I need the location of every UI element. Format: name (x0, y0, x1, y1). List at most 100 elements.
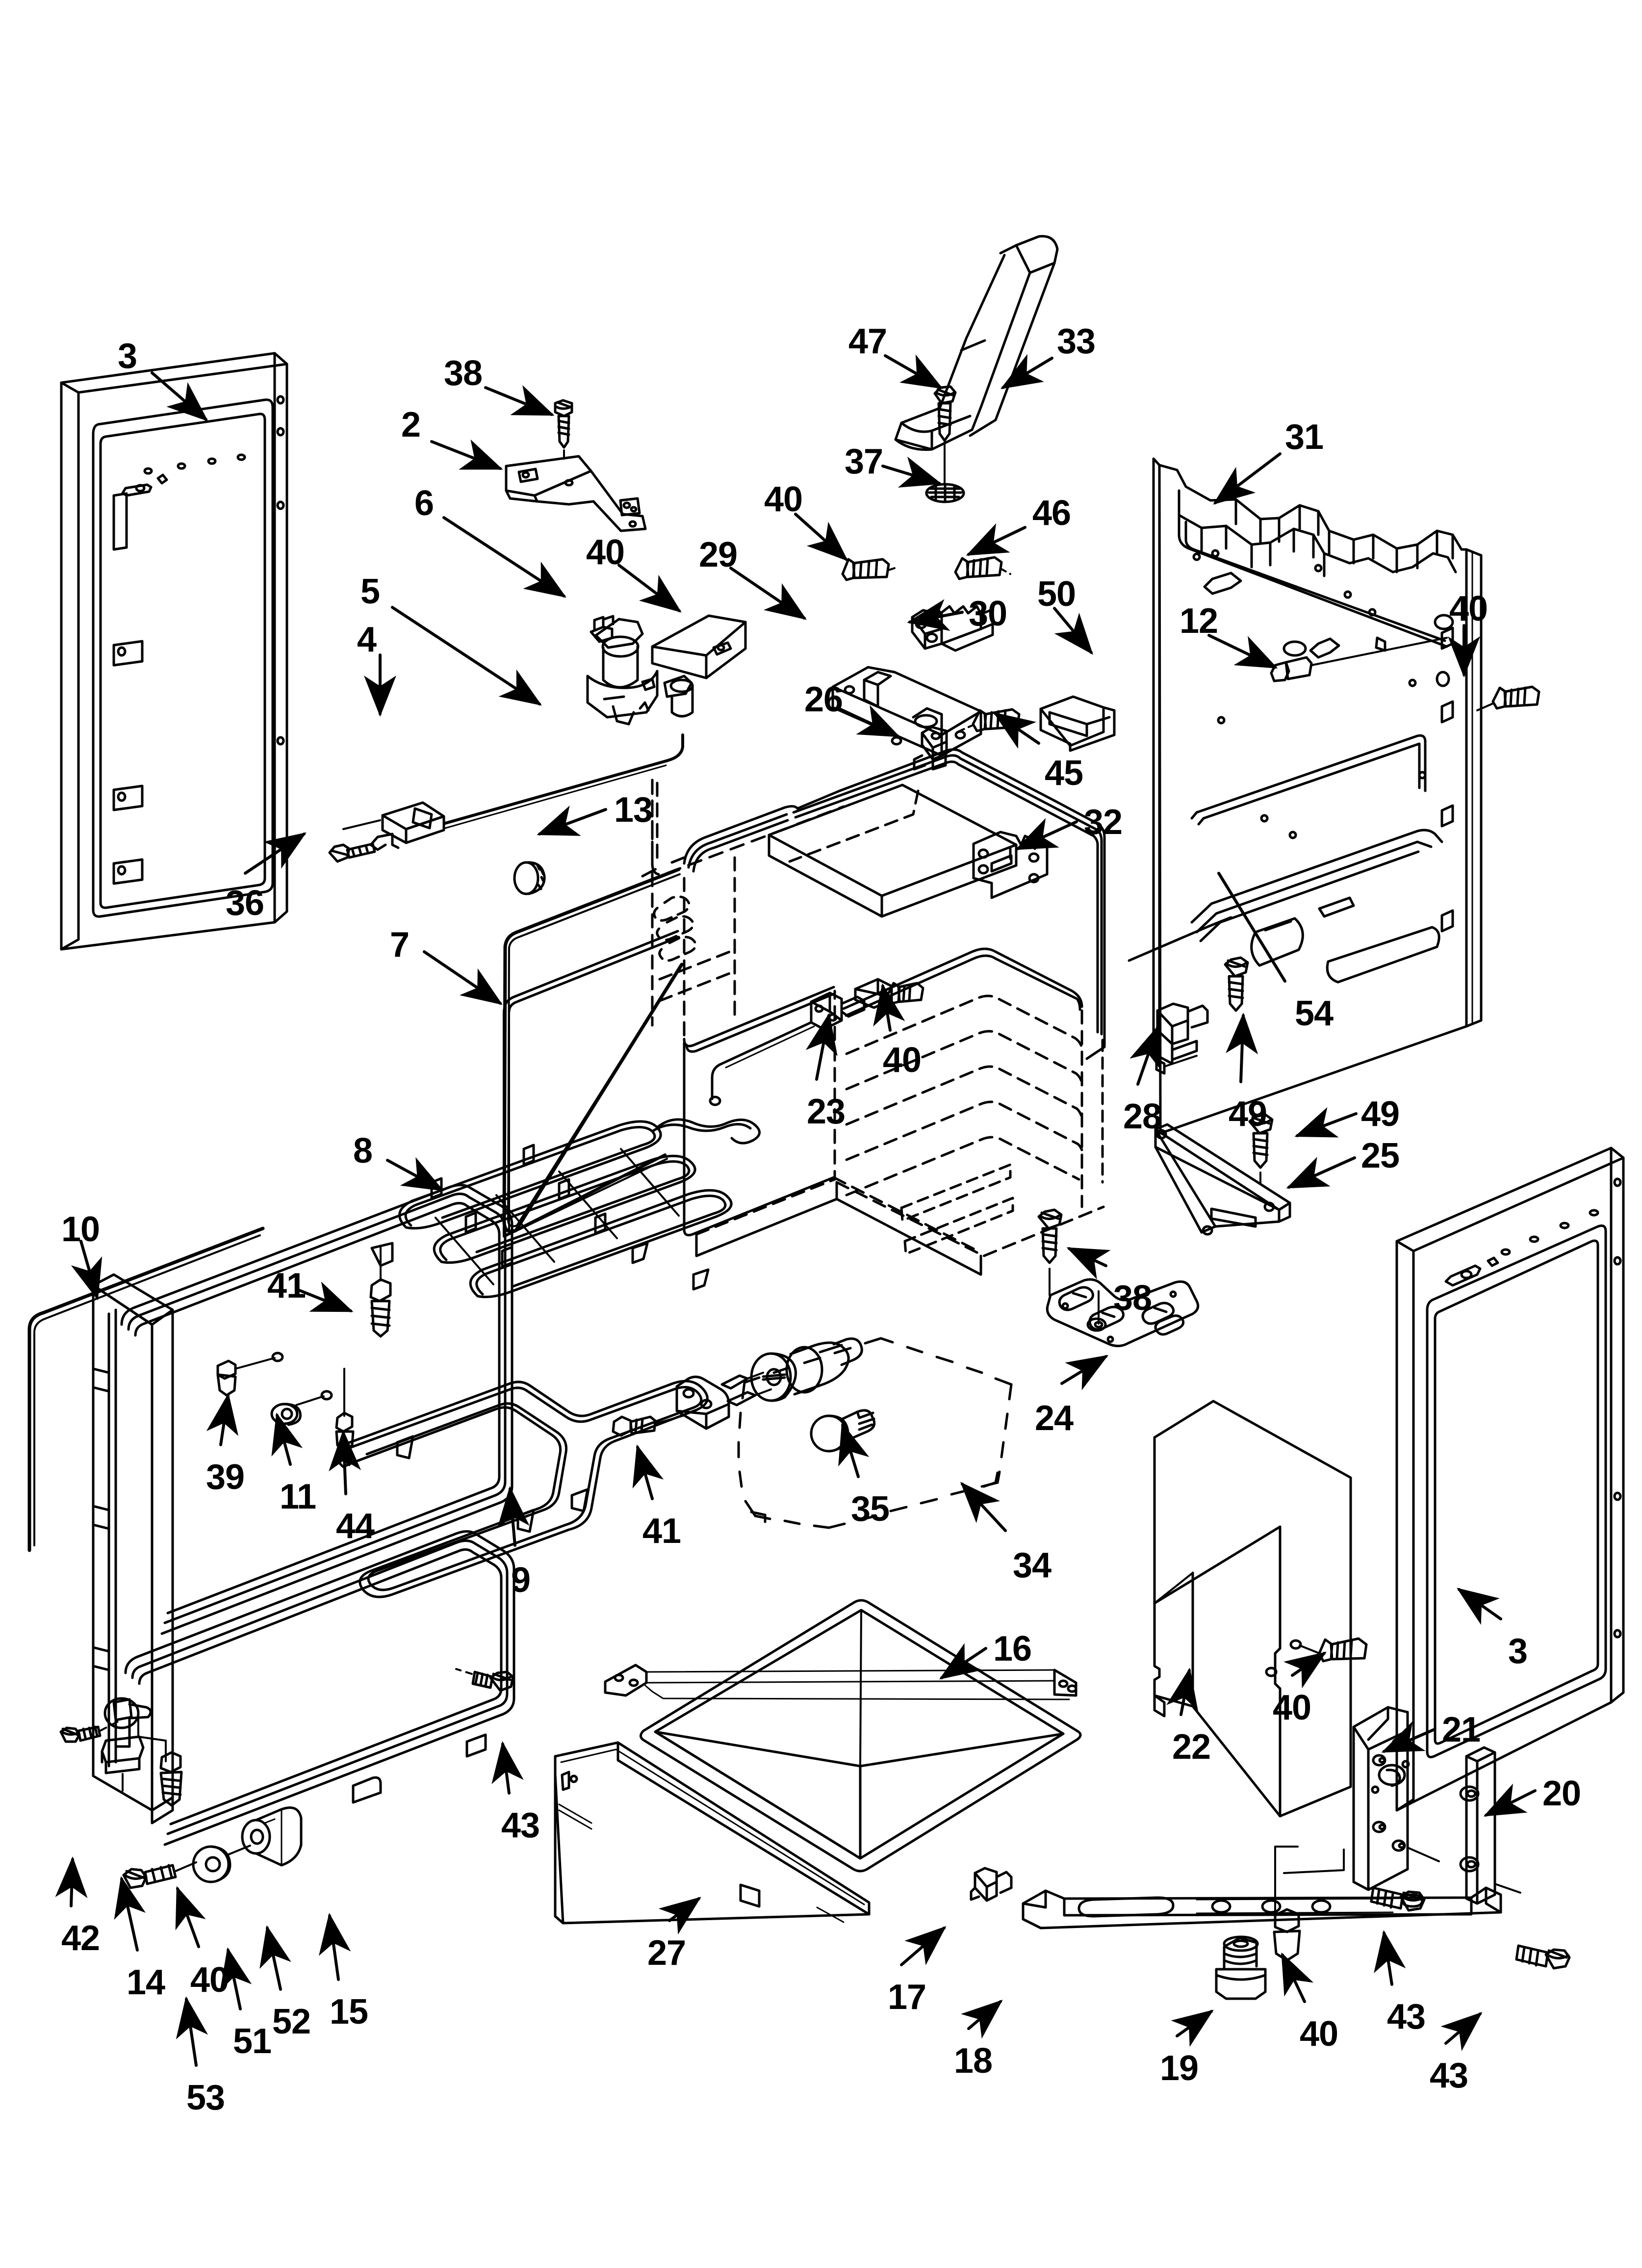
leader-line-roller-52 (259, 1925, 291, 1991)
part-38-screw-top (554, 399, 573, 460)
callout-number-leveling-screw-19: 19 (1160, 2049, 1199, 2088)
callout-number-clip-28: 28 (1123, 1097, 1162, 1136)
part-29-rail (831, 666, 982, 757)
callout-number-terminal-screw-12: 12 (1180, 601, 1218, 641)
callout-number-screw-53: 53 (186, 2078, 225, 2117)
leader-line-screw-53 (176, 1996, 208, 2067)
leader-line-screw-44 (329, 1430, 361, 1495)
part-2-bracket (505, 455, 647, 532)
part-49-screw-a (1224, 956, 1249, 1012)
part-25-corner-brace (1154, 1123, 1291, 1236)
callout-number-broiler-pan-16: 16 (993, 1629, 1032, 1668)
callout-number-plug-button-13: 13 (614, 790, 653, 830)
callout-number-wire-bracket-32: 32 (1084, 803, 1123, 842)
callout-number-screw-40-right-side: 40 (1273, 1688, 1311, 1727)
part-51-washer (192, 1845, 251, 1883)
leader-line-grommet-11 (271, 1412, 303, 1466)
leader-line-leveling-leg-14 (114, 1876, 146, 1952)
part-39-screw (216, 1352, 284, 1397)
callout-number-screw-38-lower: 38 (1113, 1278, 1152, 1318)
callout-number-bracket-26: 26 (804, 680, 843, 719)
part-7-door-seal (502, 867, 684, 1233)
callout-number-door-seal-7: 7 (390, 925, 410, 965)
callout-number-drawer-slide-18: 18 (954, 2041, 993, 2081)
part-10-door-seal-left (27, 1226, 265, 1552)
callout-number-screw-41-bake-element: 41 (642, 1512, 681, 1551)
callout-number-light-assembly-34: 34 (1013, 1546, 1052, 1585)
leader-line-oven-thermostat-6 (442, 516, 567, 598)
leader-line-screw-36 (244, 832, 307, 875)
leader-line-rear-panel-31 (1213, 452, 1282, 505)
oven-cavity-liner (503, 748, 1106, 1276)
leader-line-screw-38-lower (1066, 1247, 1111, 1279)
part-47-screw (933, 385, 957, 442)
part-43-screw-left (455, 1668, 514, 1692)
callout-number-side-panel-22: 22 (1172, 1727, 1211, 1767)
part-54-wire (1128, 925, 1210, 962)
part-28-clip (1155, 1002, 1209, 1075)
leader-line-bake-element-9 (497, 1486, 530, 1547)
callout-number-screw-44: 44 (336, 1507, 375, 1546)
part-37-trim-cap (925, 441, 965, 503)
leader-line-light-assembly-34 (960, 1482, 1007, 1532)
part-50-channel (1039, 695, 1116, 752)
callout-number-terminal-block-30: 30 (969, 594, 1007, 633)
leader-line-clip-28 (1129, 1025, 1160, 1086)
callout-number-rear-panel-31: 31 (1285, 417, 1324, 457)
leader-line-drawer-glide-clip-17 (900, 1926, 947, 1966)
callout-number-channel-50: 50 (1037, 574, 1076, 614)
part-13-plug-button (513, 861, 546, 895)
part-20-strap (1459, 1746, 1521, 1905)
callout-number-door-handle-33: 33 (1057, 322, 1096, 361)
callout-number-strap-20: 20 (1542, 1774, 1581, 1813)
leader-line-side-panel-22 (1166, 1668, 1198, 1716)
part-21-bracket (1283, 1706, 1440, 1891)
callout-number-roller-52: 52 (272, 2002, 311, 2041)
part-40-screw-right (1289, 1637, 1368, 1663)
callout-number-corner-brace-25: 25 (1361, 1136, 1400, 1175)
leader-line-screw-40-thermostat (617, 564, 682, 613)
callout-number-oven-sensor-23: 23 (807, 1092, 846, 1131)
part-46-screw (954, 556, 1011, 580)
part-41-screw-left (369, 1242, 394, 1338)
callout-number-screw-46: 46 (1032, 494, 1071, 533)
leader-line-bracket-2 (430, 439, 503, 470)
callout-number-screw-40-thermostat: 40 (586, 533, 625, 572)
leader-line-door-seal-10 (71, 1240, 103, 1301)
leader-line-screw-40-leg (175, 1886, 206, 1948)
callout-number-screw-40-sensor: 40 (883, 1041, 922, 1080)
leader-line-wire-harness-54 (1217, 872, 1286, 983)
leader-line-screw-43-left (491, 1741, 524, 1795)
callout-number-screw-41-left: 41 (267, 1266, 306, 1305)
leader-line-gas-valve-plate-24 (1060, 1355, 1109, 1390)
callout-number-screw-47: 47 (848, 322, 887, 361)
leader-line-trim-cap-37 (881, 456, 942, 488)
callout-number-bake-element-9: 9 (511, 1561, 531, 1600)
callout-number-screw-42: 42 (61, 1919, 100, 1958)
leader-line-screw-40-sensor (873, 983, 905, 1032)
leader-line-oven-door-outer-frame-right (1457, 1588, 1502, 1625)
leader-line-bracket-26 (838, 705, 900, 737)
leader-line-screw-47 (884, 354, 944, 389)
callout-number-oven-door-outer-frame-right: 3 (1508, 1632, 1528, 1671)
leader-line-screw-41-left (298, 1281, 354, 1312)
part-27-drawer-front (554, 1741, 871, 1925)
part-36-screw (328, 842, 376, 863)
leader-line-capillary-tube-5 (391, 606, 542, 706)
callout-number-gas-valve-plate-24: 24 (1035, 1399, 1074, 1438)
callout-number-screw-43-bracket: 43 (1387, 1997, 1426, 2036)
leader-line-screw-38-top (484, 385, 555, 416)
part-19-leveling-screw (1215, 1935, 1267, 2000)
part-23-oven-sensor (709, 978, 893, 1106)
leader-line-screw-40-right-side (1283, 1651, 1327, 1689)
leader-line-channel-50 (1053, 607, 1093, 655)
leader-line-screw-41-bake-element (632, 1444, 664, 1500)
callout-number-wire-harness-54: 54 (1295, 994, 1334, 1033)
callout-number-screw-43-strap: 43 (1430, 2056, 1468, 2095)
part-8-surface-element (398, 1118, 761, 1299)
leader-line-screw-46 (966, 523, 1026, 556)
callout-number-oven-light-bulb-35: 35 (851, 1489, 890, 1529)
callout-number-leveling-leg-14: 14 (127, 1963, 165, 2002)
part-12-terminal-pin (1270, 637, 1448, 682)
